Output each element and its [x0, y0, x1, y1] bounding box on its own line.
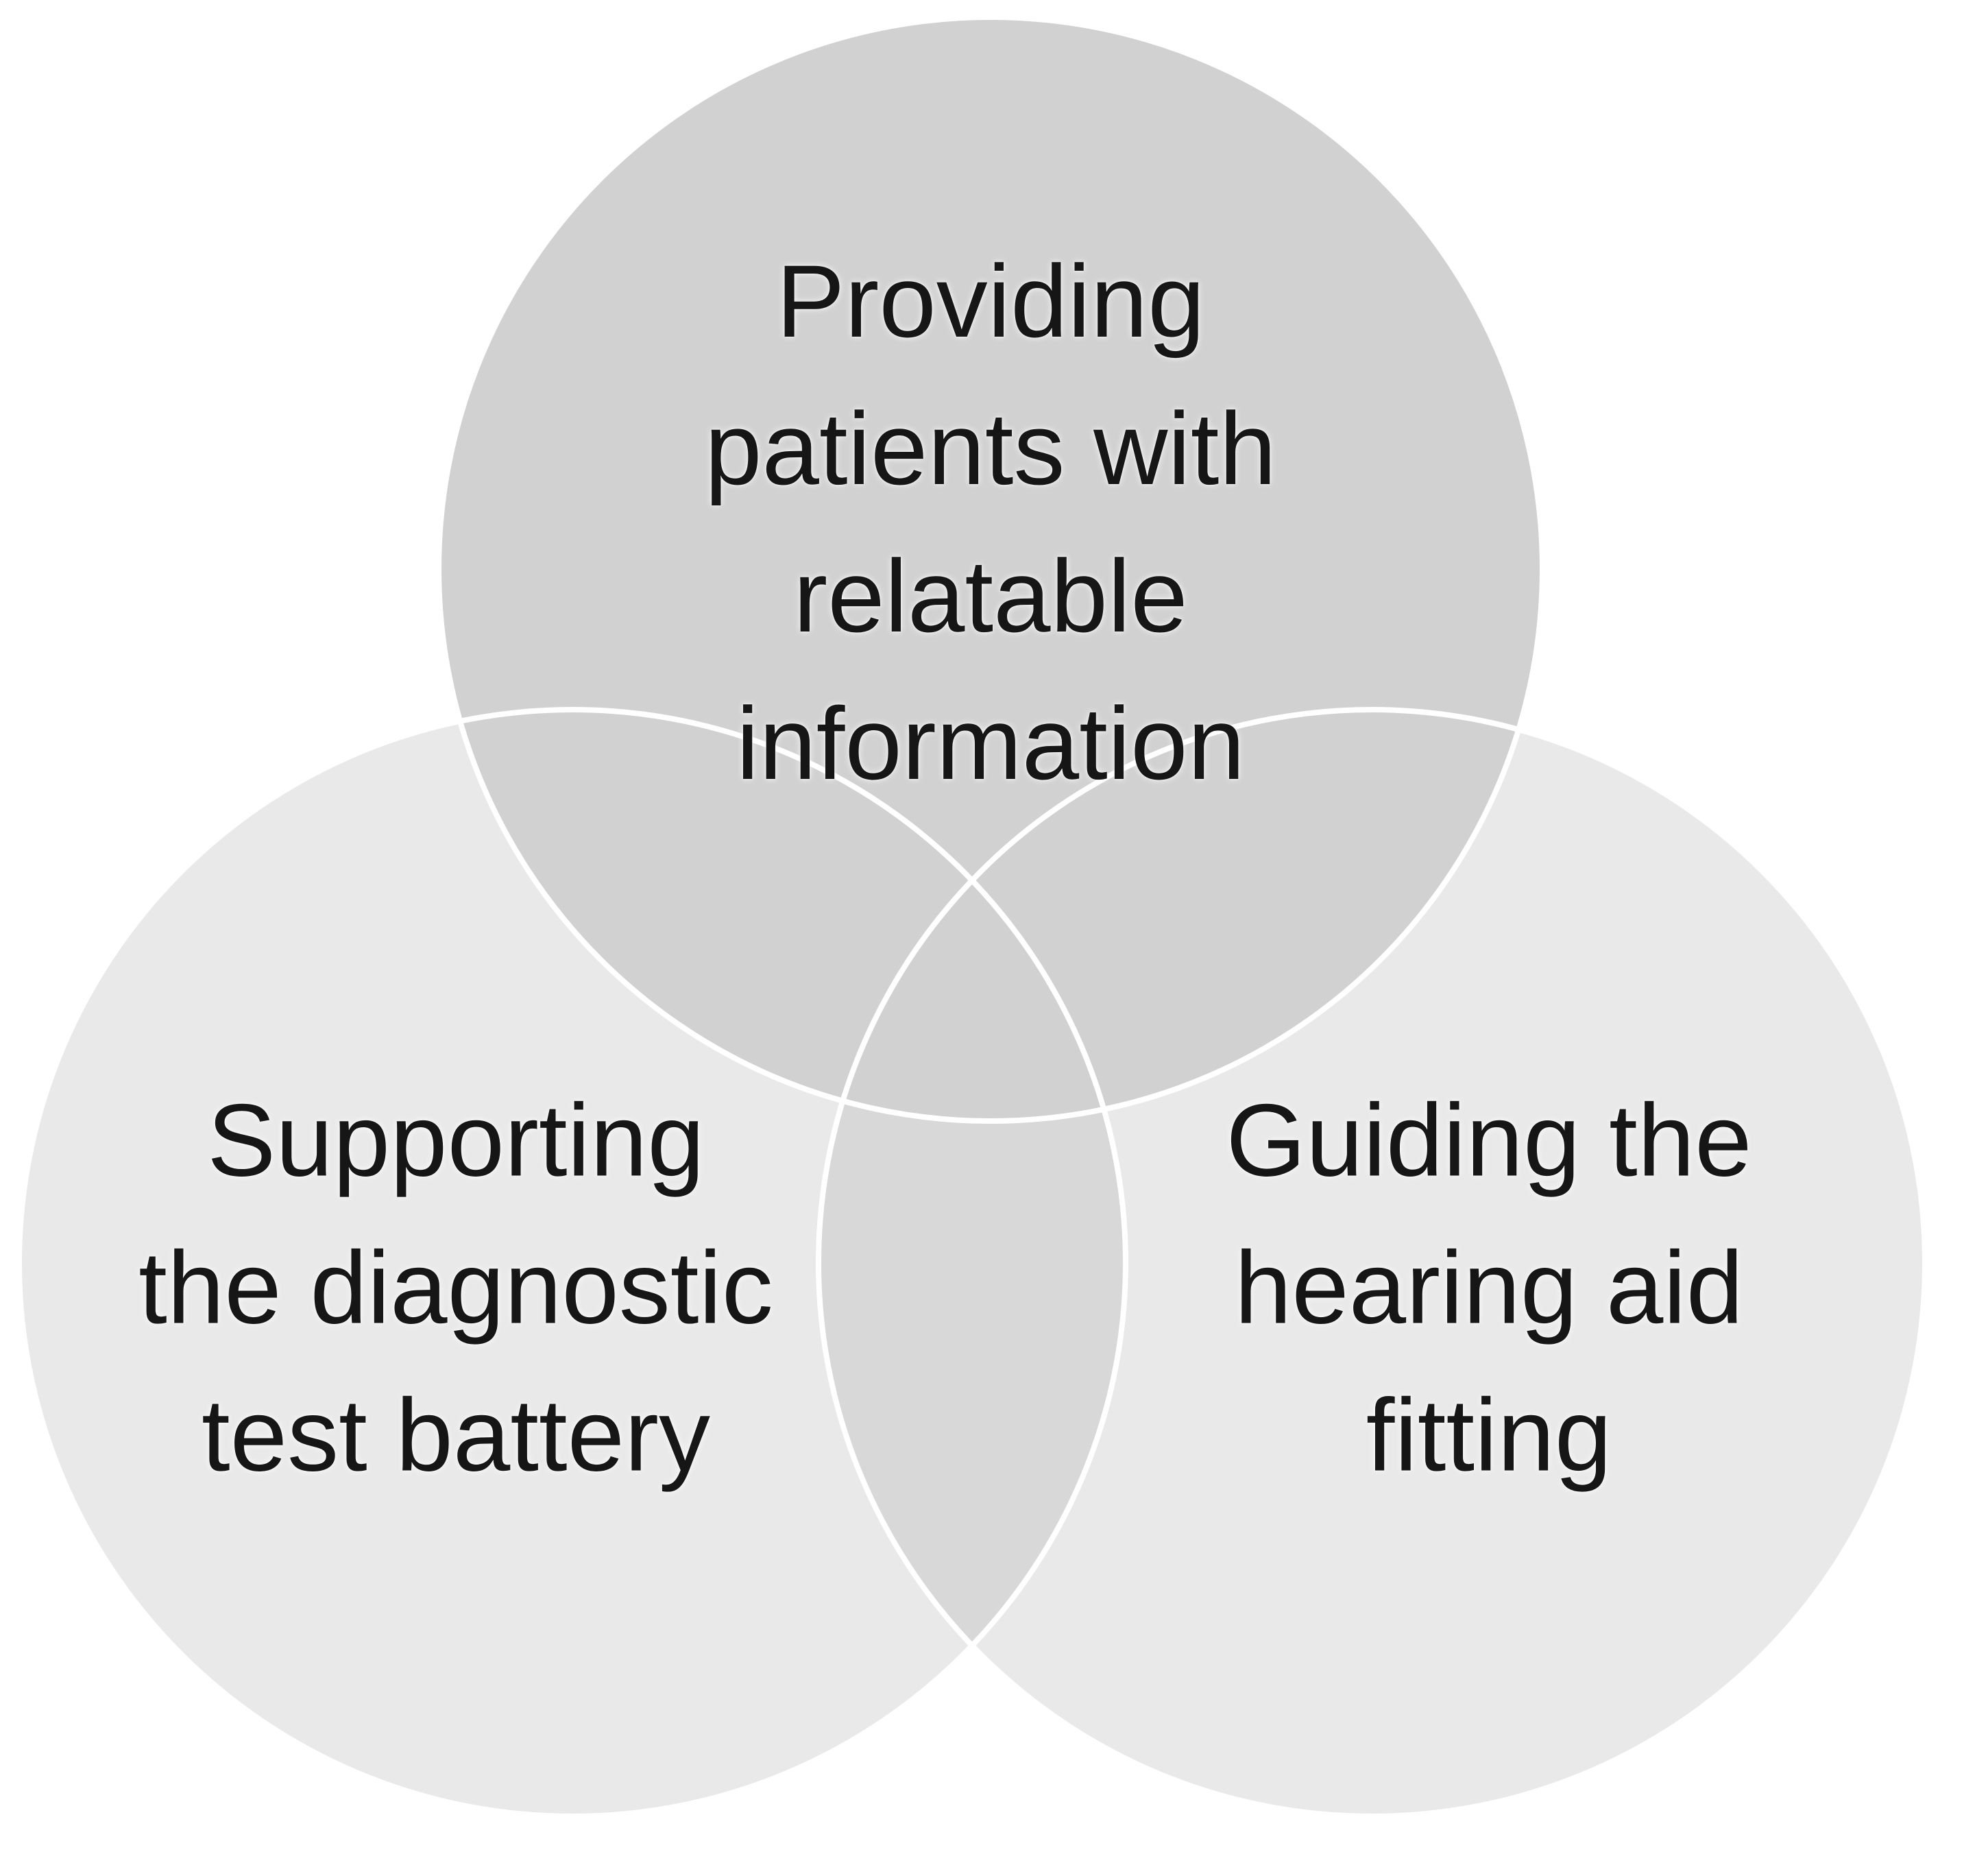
circle-top-label: Providing patients with relatable inform… [705, 243, 1276, 801]
circle-top [439, 17, 1542, 1121]
circle-bottom-left-outline [16, 707, 1128, 1819]
circle-bottom-right-outline [816, 707, 1928, 1819]
circle-bottom-left-label: Supporting the diagnostic test battery [138, 1082, 773, 1493]
circle-bottom-right-label: Guiding the hearing aid fitting [1226, 1082, 1752, 1493]
circle-top-outline [436, 14, 1545, 1124]
